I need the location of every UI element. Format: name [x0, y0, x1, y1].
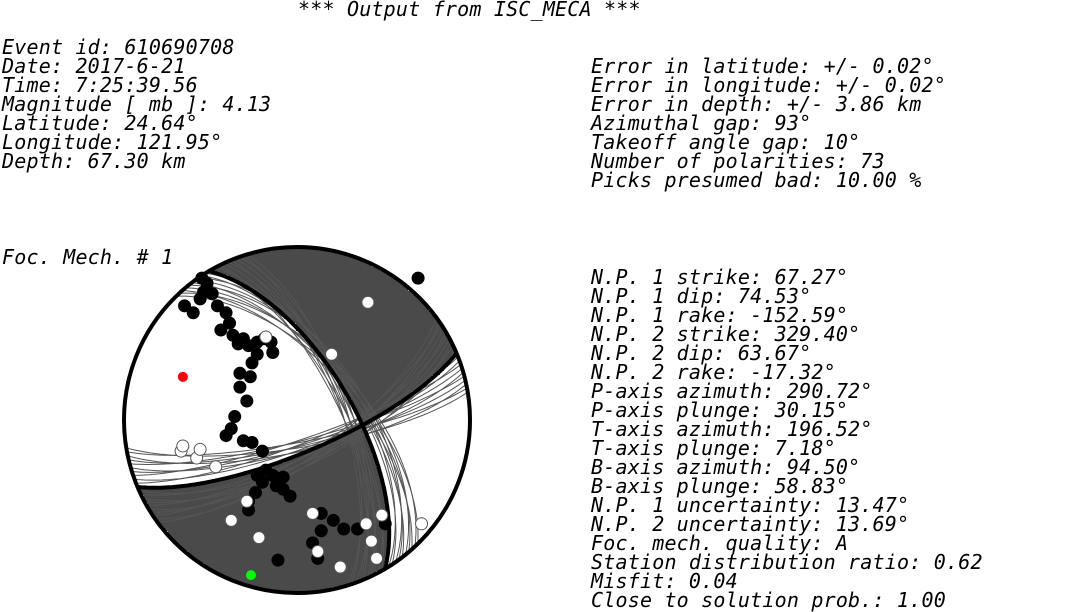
compressional-polarity-marker [337, 522, 351, 536]
compressional-polarity-marker [314, 524, 328, 538]
dilatational-polarity-marker [359, 517, 373, 531]
event-lines-line: Latitude: 24.64° [2, 111, 198, 135]
nodal-planes [137, 269, 459, 570]
parameter-lines-line: P-axis azimuth: 290.72° [591, 379, 873, 403]
event-lines-line: Longitude: 121.95° [2, 130, 223, 154]
compressional-polarity-marker [283, 489, 297, 503]
dilatational-polarity-marker [224, 513, 238, 527]
parameter-lines-line: N.P. 1 dip: 74.53° [591, 284, 812, 308]
dilatational-polarity-marker [364, 534, 378, 548]
dilatational-polarity-marker [311, 544, 325, 558]
error-lines-line: Number of polarities: 73 [591, 149, 885, 173]
compressional-polarity-marker [233, 380, 247, 394]
focal-mechanism-label: Foc. Mech. # 1 [2, 245, 174, 269]
compressional-polarity-marker [210, 299, 224, 313]
compressional-quadrant-fill [140, 247, 456, 591]
parameter-lines-line: N.P. 2 strike: 329.40° [591, 322, 861, 346]
compressional-polarity-marker [224, 422, 238, 436]
compressional-polarity-marker [411, 271, 425, 285]
compressional-polarity-marker [205, 287, 219, 301]
dilatational-polarity-marker [370, 551, 384, 565]
error-lines-line: Error in depth: +/- 3.86 km [591, 92, 922, 116]
parameter-lines-line: Foc. mech. quality: A [591, 531, 849, 555]
np2-uncertainty-line [185, 287, 411, 553]
compressional-quadrants [140, 247, 456, 591]
t-axis-marker [245, 570, 256, 581]
dilatational-polarity-marker [306, 506, 320, 520]
report-title: *** Output from ISC_MECA *** [298, 0, 641, 21]
dilatational-polarity-marker [415, 517, 429, 531]
np1-uncertainty-line [134, 360, 460, 481]
compressional-polarity-marker [236, 434, 250, 448]
np2-uncertainty-line [227, 261, 376, 579]
parameter-lines-line: T-axis azimuth: 196.52° [591, 417, 873, 441]
compressional-polarity-marker [240, 394, 254, 408]
parameter-lines-line: P-axis plunge: 30.15° [591, 398, 849, 422]
np1-uncertainty-line [139, 349, 456, 495]
mechanism-parameters-block: N.P. 1 strike: 67.27°N.P. 1 dip: 74.53°N… [591, 265, 983, 612]
np2-uncertainty-line [201, 275, 397, 565]
compressional-polarity-marker [193, 292, 207, 306]
error-info-block: Error in latitude: +/- 0.02°Error in lon… [591, 54, 946, 192]
compressional-polarity-marker [245, 356, 259, 370]
dilatational-polarity-marker [176, 439, 190, 453]
event-lines-line: Event id: 610690708 [2, 35, 235, 59]
parameter-lines-line: N.P. 1 rake: -152.59° [591, 303, 849, 327]
error-lines-line: Azimuthal gap: 93° [591, 111, 812, 135]
parameter-lines-line: N.P. 2 rake: -17.32° [591, 360, 836, 384]
compressional-polarity-marker [255, 444, 269, 458]
error-lines-line: Takeoff angle gap: 10° [591, 130, 861, 154]
dilatational-polarity-marker [259, 330, 273, 344]
event-lines-line: Depth: 67.30 km [2, 149, 186, 173]
compressional-polarity-marker [271, 553, 285, 567]
parameter-lines-line: Close to solution prob.: 1.00 [591, 588, 946, 612]
dilatational-polarity-marker [252, 531, 266, 545]
compressional-polarity-marker [248, 486, 262, 500]
parameter-lines-line: T-axis plunge: 7.18° [591, 436, 836, 460]
beachball-outline [122, 245, 472, 595]
np1-uncertainty-line [148, 331, 447, 510]
error-lines-line: Error in longitude: +/- 0.02° [591, 73, 946, 97]
compressional-polarity-marker [255, 475, 269, 489]
nodal-plane-2 [208, 269, 392, 570]
parameter-lines-line: N.P. 2 uncertainty: 13.69° [591, 512, 910, 536]
compressional-polarity-marker [223, 316, 237, 330]
compressional-polarity-marker [186, 306, 200, 320]
event-lines-line: Time: 7:25:39.56 [2, 73, 198, 97]
event-lines-line: Magnitude [ mb ]: 4.13 [2, 92, 272, 116]
error-lines-line: Picks presumed bad: 10.00 % [591, 168, 922, 192]
parameter-lines-line: N.P. 1 uncertainty: 13.47° [591, 493, 910, 517]
axis-markers [177, 371, 256, 581]
compressional-polarity-marker [214, 323, 228, 337]
compressional-polarity-marker [326, 513, 340, 527]
parameter-lines-line: Misfit: 0.04 [591, 569, 738, 593]
dilatational-polarity-marker [193, 442, 207, 456]
parameter-lines-line: N.P. 1 strike: 67.27° [591, 265, 849, 289]
parameter-lines-line: N.P. 2 dip: 63.67° [591, 341, 812, 365]
dilatational-polarity-marker [325, 347, 339, 361]
error-lines-line: Error in latitude: +/- 0.02° [591, 54, 934, 78]
compressional-polarity-marker [266, 346, 280, 360]
dilatational-polarity-marker [209, 460, 223, 474]
compressional-polarity-marker [178, 299, 192, 313]
parameter-lines-line: Station distribution ratio: 0.62 [591, 550, 983, 574]
np2-uncertainty-line [188, 284, 409, 555]
parameter-lines-line: B-axis azimuth: 94.50° [591, 455, 861, 479]
nodal-plane-1 [137, 351, 459, 490]
event-lines-line: Date: 2017-6-21 [2, 54, 186, 78]
dilatational-polarity-marker [240, 494, 254, 508]
dilatational-polarity-marker [333, 560, 347, 574]
parameter-lines-line: B-axis plunge: 58.83° [591, 474, 849, 498]
np1-uncertainty-line [155, 320, 440, 520]
compressional-polarity-marker [228, 410, 242, 424]
compressional-polarity-marker [243, 370, 257, 384]
np1-uncertainty-line [130, 371, 464, 472]
dilatational-polarity-marker [375, 508, 389, 522]
p-axis-marker [177, 371, 188, 382]
dilatational-polarity-marker [361, 295, 375, 309]
